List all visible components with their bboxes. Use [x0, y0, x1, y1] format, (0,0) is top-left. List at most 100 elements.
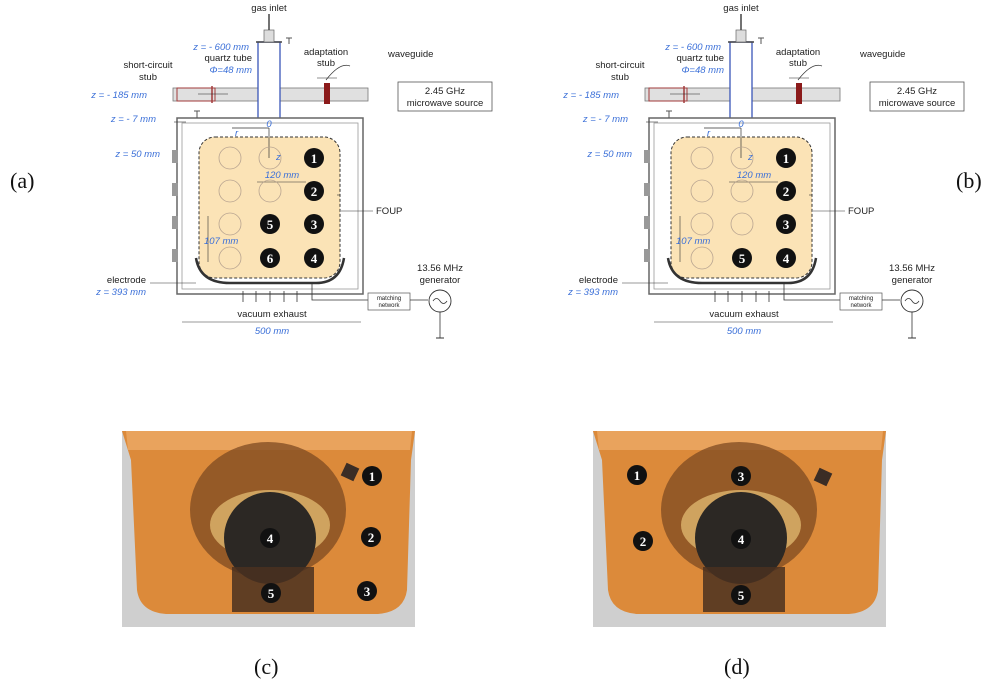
- marker-a-6: 6: [260, 248, 280, 268]
- z-185-label: z = - 185 mm: [562, 90, 619, 101]
- panel-label-b: (b): [956, 168, 982, 193]
- svg-text:5: 5: [739, 251, 746, 266]
- adaptation-label: adaptation: [304, 47, 348, 58]
- svg-text:3: 3: [783, 217, 790, 232]
- panel-label-c: (c): [254, 654, 278, 679]
- panel-label-d: (d): [724, 654, 750, 679]
- r-label: r: [235, 128, 239, 139]
- panel-label-a: (a): [10, 168, 34, 193]
- foup-label: FOUP: [848, 206, 874, 217]
- electrode-label: electrode: [579, 275, 618, 286]
- diagram-b: gas inlet z = - 600 mm quartz tube Φ=48 …: [562, 3, 966, 340]
- diagram-a: gas inlet z = - 600 mm quartz tube Φ=48 …: [90, 3, 494, 340]
- network-label: network: [378, 303, 400, 309]
- quartz-tube-label: quartz tube: [676, 53, 724, 64]
- 120mm-label: 120 mm: [737, 170, 771, 181]
- gas-inlet-label: gas inlet: [251, 3, 287, 14]
- photo-d: 1 3 2 4 5: [593, 431, 886, 627]
- adaptation-stub-label: stub: [789, 58, 807, 69]
- 107mm-label: 107 mm: [676, 236, 710, 247]
- phi-label: Φ=48 mm: [209, 65, 252, 76]
- marker-c-3: 3: [357, 581, 377, 601]
- marker-a-4: 4: [304, 248, 324, 268]
- marker-d-5: 5: [731, 585, 751, 605]
- marker-a-2: 2: [304, 181, 324, 201]
- source-freq-label: 2.45 GHz: [425, 86, 465, 97]
- phi-label: Φ=48 mm: [681, 65, 724, 76]
- marker-d-3: 3: [731, 466, 751, 486]
- generator-label: generator: [892, 275, 933, 286]
- marker-a-1: 1: [304, 148, 324, 168]
- 107mm-label: 107 mm: [204, 236, 238, 247]
- svg-text:4: 4: [738, 532, 745, 547]
- marker-b-5: 5: [732, 248, 752, 268]
- short-circuit-stub-label: stub: [611, 72, 629, 83]
- svg-text:2: 2: [368, 530, 375, 545]
- svg-text:2: 2: [311, 184, 318, 199]
- r-label: r: [707, 128, 711, 139]
- zero-label: 0: [738, 119, 744, 130]
- rf-freq-label: 13.56 MHz: [417, 263, 463, 274]
- marker-d-1: 1: [627, 465, 647, 485]
- marker-c-1: 1: [362, 466, 382, 486]
- marker-d-2: 2: [633, 531, 653, 551]
- short-circuit-label: short-circuit: [595, 60, 644, 71]
- quartz-tube-label: quartz tube: [204, 53, 252, 64]
- svg-text:3: 3: [311, 217, 318, 232]
- z-7-label: z = - 7 mm: [582, 114, 628, 125]
- photo-c: 1 4 2 5 3: [122, 431, 415, 627]
- source-freq-label: 2.45 GHz: [897, 86, 937, 97]
- generator-label: generator: [420, 275, 461, 286]
- network-label: network: [850, 303, 872, 309]
- svg-text:1: 1: [369, 469, 376, 484]
- marker-d-4: 4: [731, 529, 751, 549]
- rf-freq-label: 13.56 MHz: [889, 263, 935, 274]
- marker-a-5: 5: [260, 214, 280, 234]
- zero-label: 0: [266, 119, 272, 130]
- marker-b-2: 2: [776, 181, 796, 201]
- z-50-label: z = 50 mm: [586, 149, 632, 160]
- z-50-label: z = 50 mm: [114, 149, 160, 160]
- adaptation-stub-label: stub: [317, 58, 335, 69]
- z-393-label: z = 393 mm: [567, 287, 618, 298]
- z-axis-label: z: [275, 152, 281, 163]
- matching-label: matching: [849, 296, 873, 302]
- z-393-label: z = 393 mm: [95, 287, 146, 298]
- z-7-label: z = - 7 mm: [110, 114, 156, 125]
- svg-text:4: 4: [311, 251, 318, 266]
- z-axis-label: z: [747, 152, 753, 163]
- marker-c-2: 2: [361, 527, 381, 547]
- svg-text:2: 2: [640, 534, 647, 549]
- marker-a-3: 3: [304, 214, 324, 234]
- exhaust-label: vacuum exhaust: [709, 309, 779, 320]
- marker-c-5: 5: [261, 583, 281, 603]
- adaptation-label: adaptation: [776, 47, 820, 58]
- svg-text:2: 2: [783, 184, 790, 199]
- matching-label: matching: [377, 296, 401, 302]
- svg-text:1: 1: [634, 468, 641, 483]
- marker-c-4: 4: [260, 528, 280, 548]
- short-circuit-label: short-circuit: [123, 60, 172, 71]
- marker-b-4: 4: [776, 248, 796, 268]
- svg-text:5: 5: [738, 588, 745, 603]
- electrode-label: electrode: [107, 275, 146, 286]
- exhaust-label: vacuum exhaust: [237, 309, 307, 320]
- svg-text:1: 1: [311, 151, 318, 166]
- svg-text:4: 4: [267, 531, 274, 546]
- svg-text:4: 4: [783, 251, 790, 266]
- z-600-label: z = - 600 mm: [192, 42, 249, 53]
- svg-text:3: 3: [738, 469, 745, 484]
- z-600-label: z = - 600 mm: [664, 42, 721, 53]
- svg-text:5: 5: [268, 586, 275, 601]
- marker-b-3: 3: [776, 214, 796, 234]
- microwave-source-label: microwave source: [407, 98, 484, 109]
- short-circuit-stub-label: stub: [139, 72, 157, 83]
- 500mm-label: 500 mm: [255, 326, 289, 337]
- gas-inlet-label: gas inlet: [723, 3, 759, 14]
- waveguide-label: waveguide: [859, 49, 905, 60]
- waveguide-label: waveguide: [387, 49, 433, 60]
- svg-text:3: 3: [364, 584, 371, 599]
- microwave-source-label: microwave source: [879, 98, 956, 109]
- svg-text:5: 5: [267, 217, 274, 232]
- z-185-label: z = - 185 mm: [90, 90, 147, 101]
